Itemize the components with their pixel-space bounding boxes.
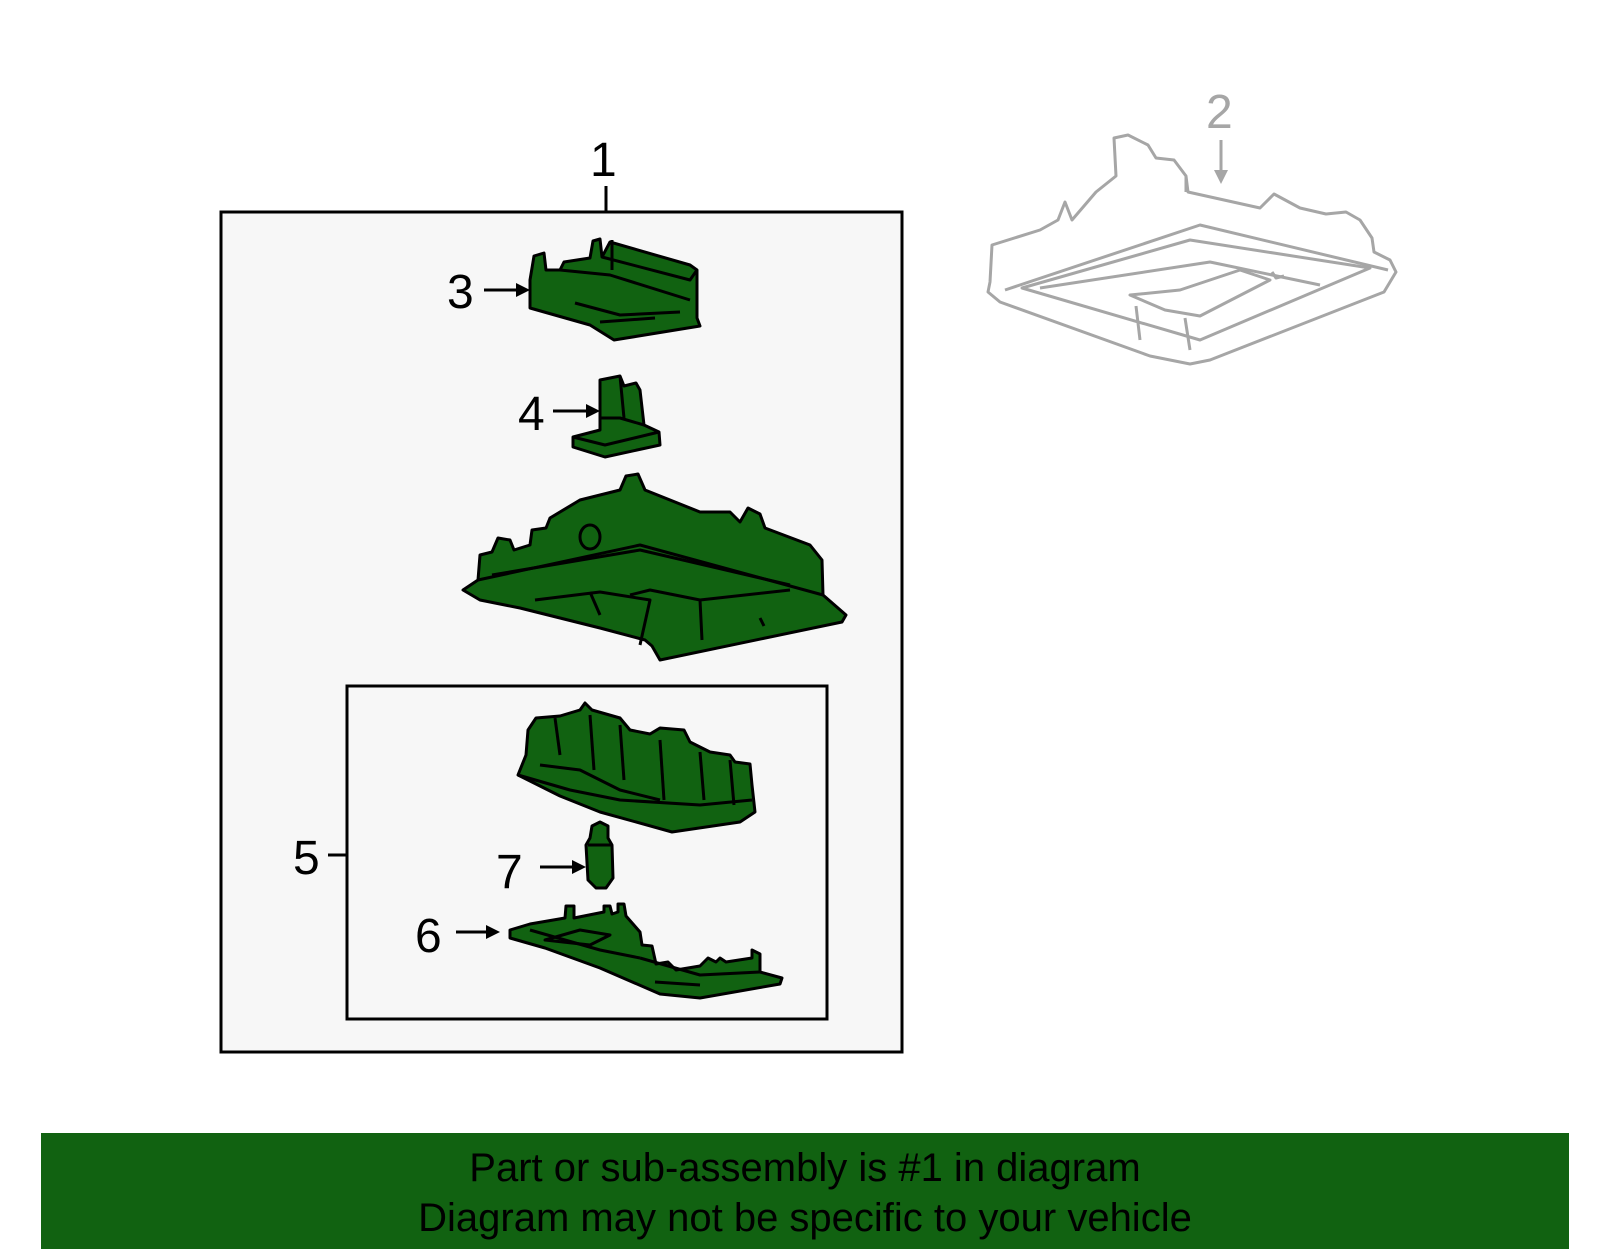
banner-line-2: Diagram may not be specific to your vehi… bbox=[418, 1196, 1192, 1240]
arrow-7 bbox=[572, 860, 586, 874]
callout-5: 5 bbox=[293, 832, 320, 885]
callout-2: 2 bbox=[1206, 86, 1233, 139]
info-banner: Part or sub-assembly is #1 in diagram Di… bbox=[41, 1133, 1569, 1249]
main-housing bbox=[461, 472, 848, 662]
part-2-reference-console bbox=[986, 133, 1398, 366]
callout-1: 1 bbox=[590, 134, 617, 187]
callout-6: 6 bbox=[415, 910, 442, 963]
part-5-housing bbox=[516, 701, 757, 834]
part-4-clip bbox=[571, 374, 662, 459]
part-7-bulb bbox=[584, 820, 615, 890]
arrow-3 bbox=[516, 283, 530, 297]
banner-line-1: Part or sub-assembly is #1 in diagram bbox=[469, 1146, 1141, 1190]
part-3-bracket bbox=[528, 237, 702, 342]
callout-4: 4 bbox=[518, 388, 545, 441]
part-6-lens bbox=[508, 902, 784, 1000]
callout-7: 7 bbox=[496, 846, 523, 899]
arrow-2 bbox=[1214, 170, 1228, 184]
callout-3: 3 bbox=[447, 266, 474, 319]
arrow-6 bbox=[486, 925, 500, 939]
arrow-4 bbox=[586, 404, 600, 418]
